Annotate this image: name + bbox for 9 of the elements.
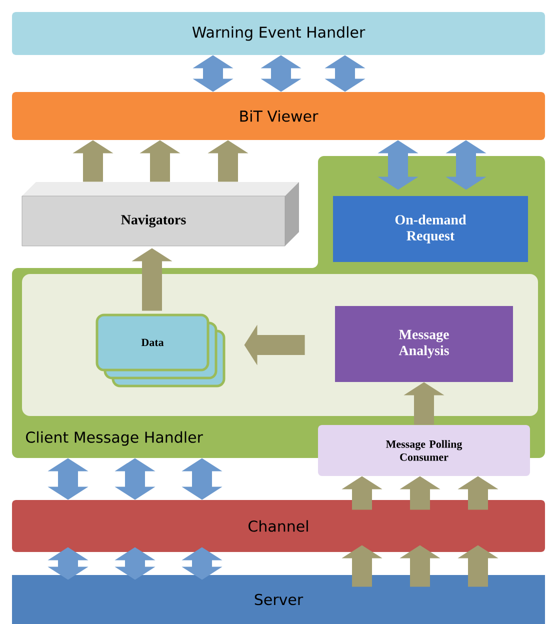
channel-band: Channel [12, 500, 545, 552]
stacked-cards: Data [96, 314, 226, 388]
block-box: Navigators [22, 182, 299, 246]
process-box: On-demand Request [333, 196, 528, 262]
server-band: Server [12, 575, 545, 624]
consumer-box: Message Polling Consumer [318, 425, 530, 476]
process-box: Message Analysis [335, 306, 513, 382]
viewer-band: BiT Viewer [12, 92, 545, 140]
header-band: Warning Event Handler [12, 12, 545, 55]
